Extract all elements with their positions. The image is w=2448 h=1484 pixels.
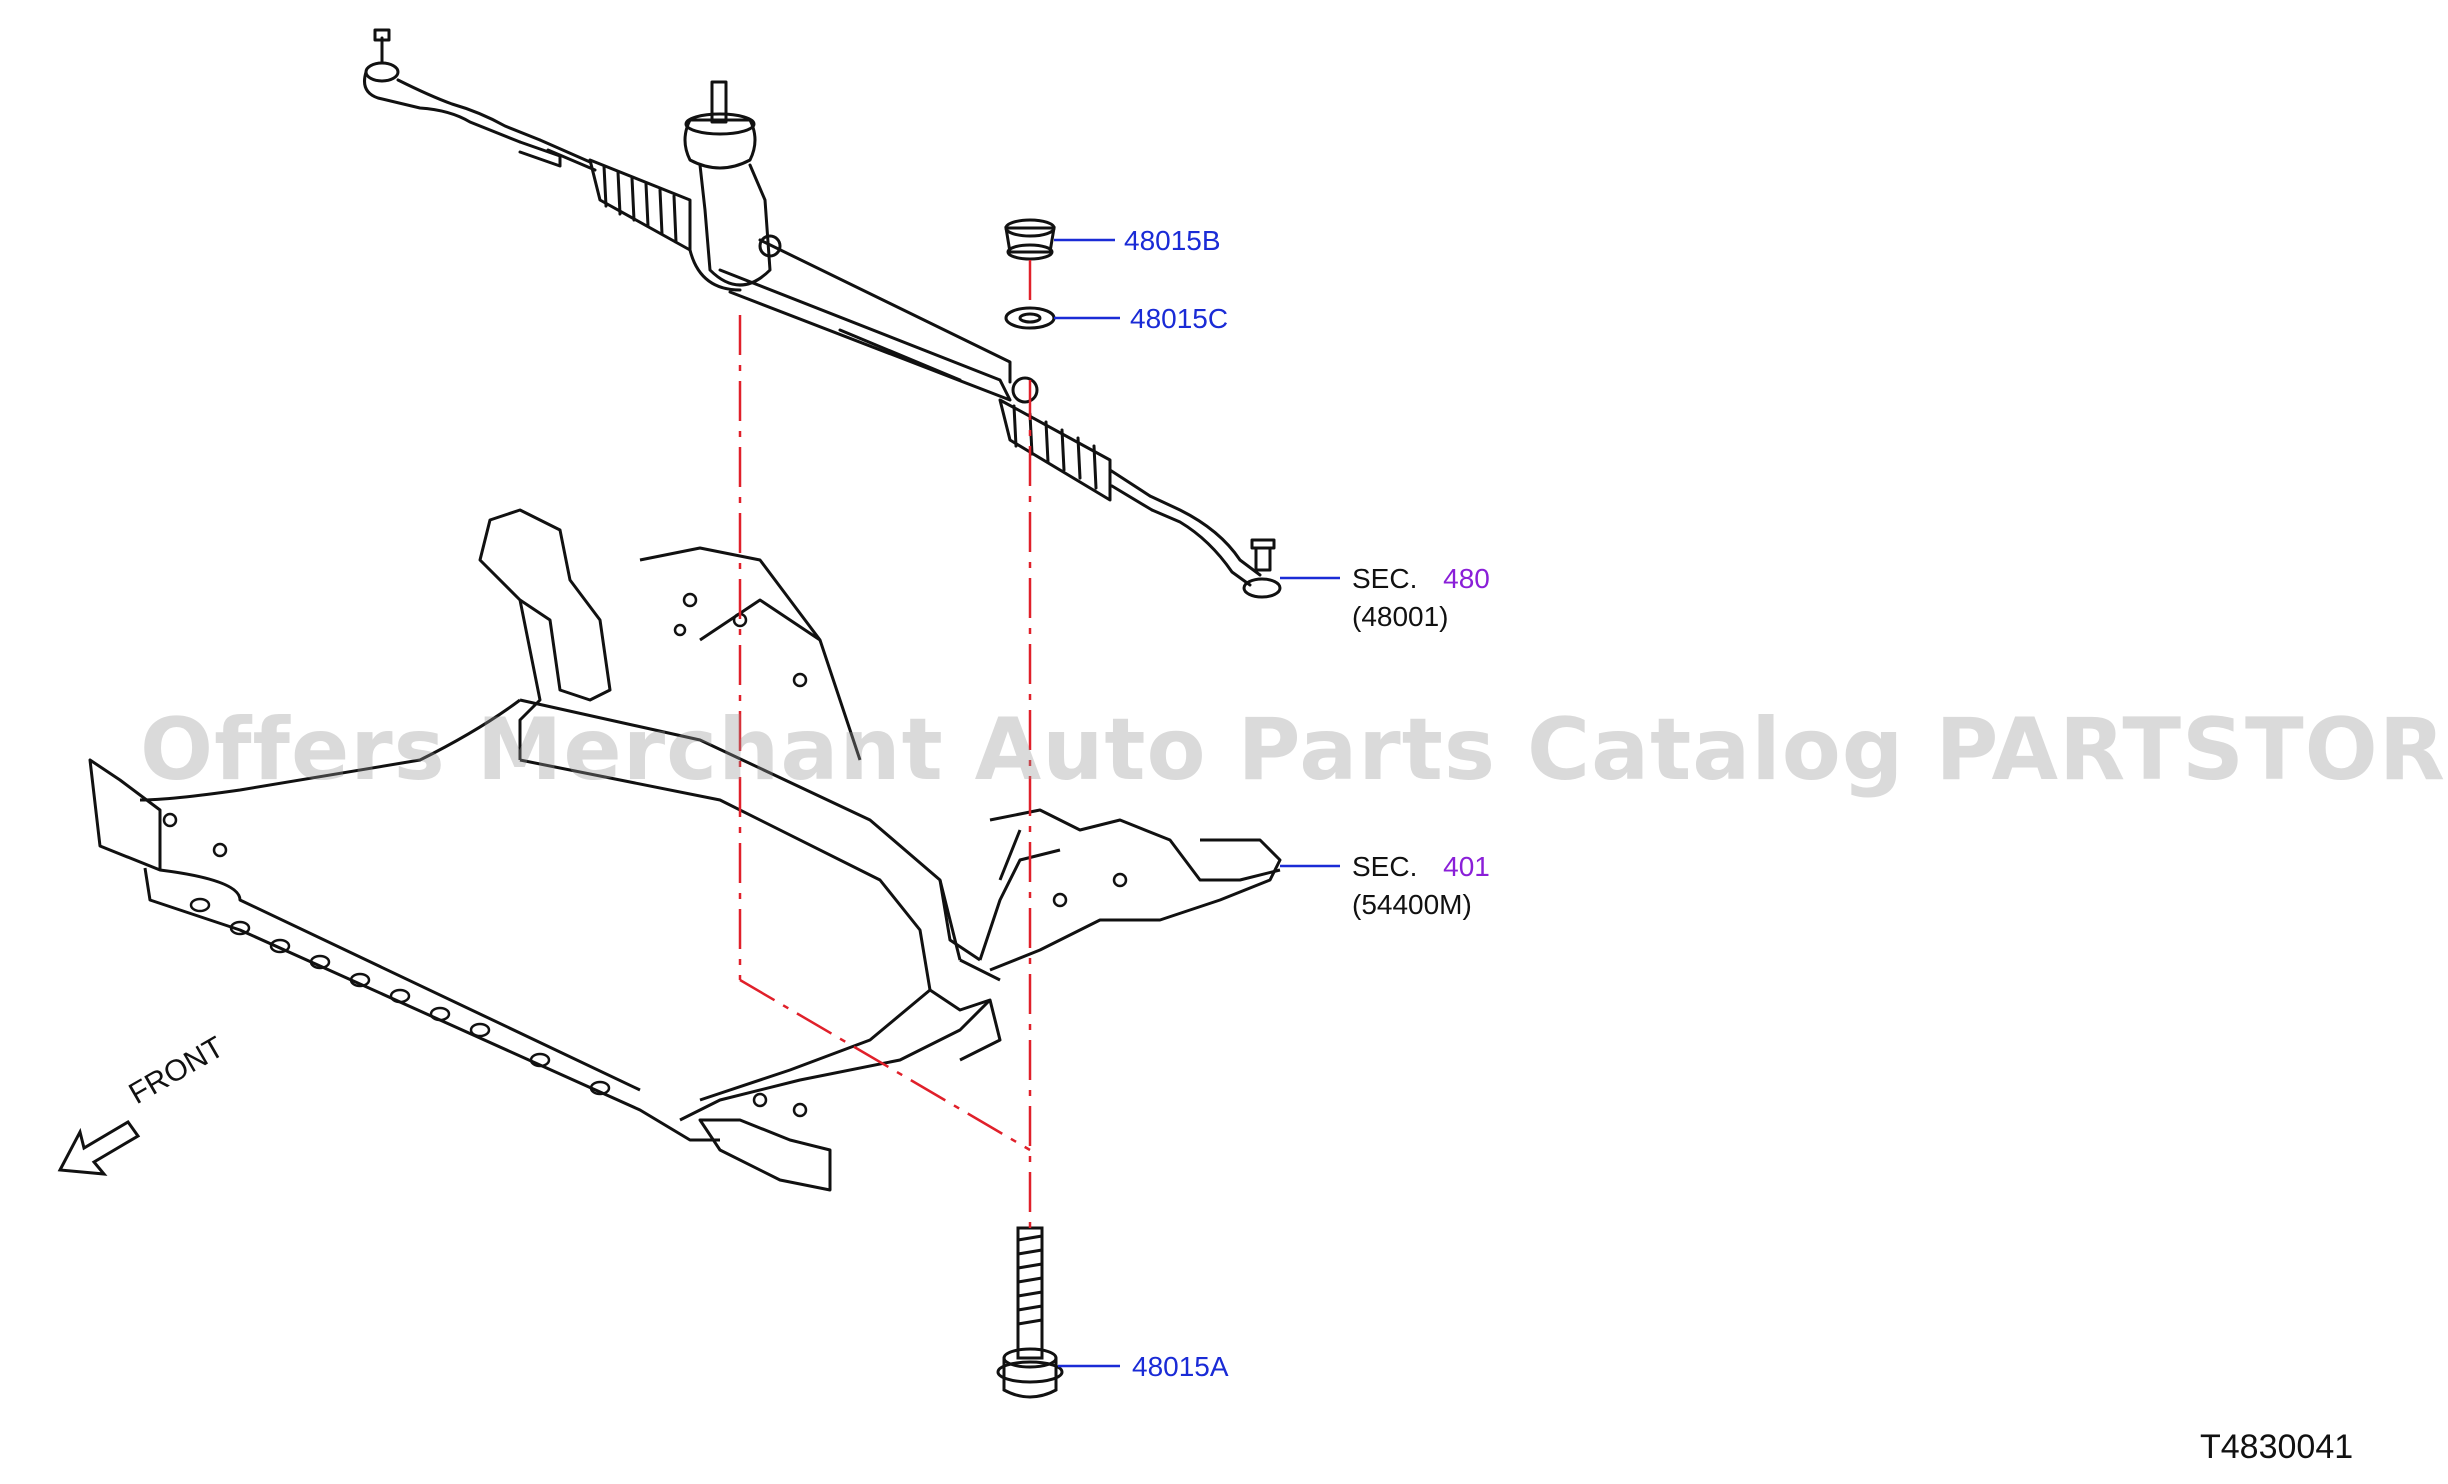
rack-tube <box>718 238 1039 404</box>
sec-number[interactable]: 480 <box>1443 563 1490 594</box>
nut-48015b[interactable] <box>1004 218 1056 261</box>
bolt-48015a[interactable] <box>996 1226 1064 1399</box>
front-arrow-icon <box>57 1120 141 1176</box>
sec-prefix: SEC. <box>1352 851 1418 882</box>
rack-boot-right <box>998 398 1112 502</box>
callout-48015c[interactable]: 48015C <box>1130 303 1229 334</box>
sec-480-part: (48001) <box>1352 601 1449 632</box>
sec-number[interactable]: 401 <box>1443 851 1490 882</box>
pinion-housing[interactable] <box>683 80 782 292</box>
washer-48015c[interactable] <box>1004 306 1056 330</box>
sec-prefix: SEC. <box>1352 563 1418 594</box>
watermark-text: Offers Merchant Auto Parts Catalog PARTS… <box>140 700 2448 800</box>
callout-sec-401[interactable]: SEC. 401 <box>1352 850 1490 884</box>
sec-401-part: (54400M) <box>1352 889 1472 920</box>
leader-lines <box>1054 238 1340 1368</box>
callout-sec-480[interactable]: SEC. 480 <box>1352 562 1490 596</box>
callout-48015b[interactable]: 48015B <box>1124 225 1221 256</box>
front-suspension-member[interactable] <box>88 508 1282 1192</box>
callout-48015a[interactable]: 48015A <box>1132 1351 1229 1382</box>
inner-tie-rod-left <box>538 138 597 172</box>
tie-rod-end-right[interactable] <box>1108 468 1282 599</box>
alignment-centerlines <box>738 260 1032 1228</box>
subframe-holes <box>162 592 1128 1118</box>
steering-gear-assembly[interactable] <box>363 28 1282 599</box>
tie-rod-end-left[interactable] <box>363 28 562 168</box>
diagram-code: T4830041 <box>2200 1428 2354 1466</box>
rack-boot-left <box>588 158 692 252</box>
